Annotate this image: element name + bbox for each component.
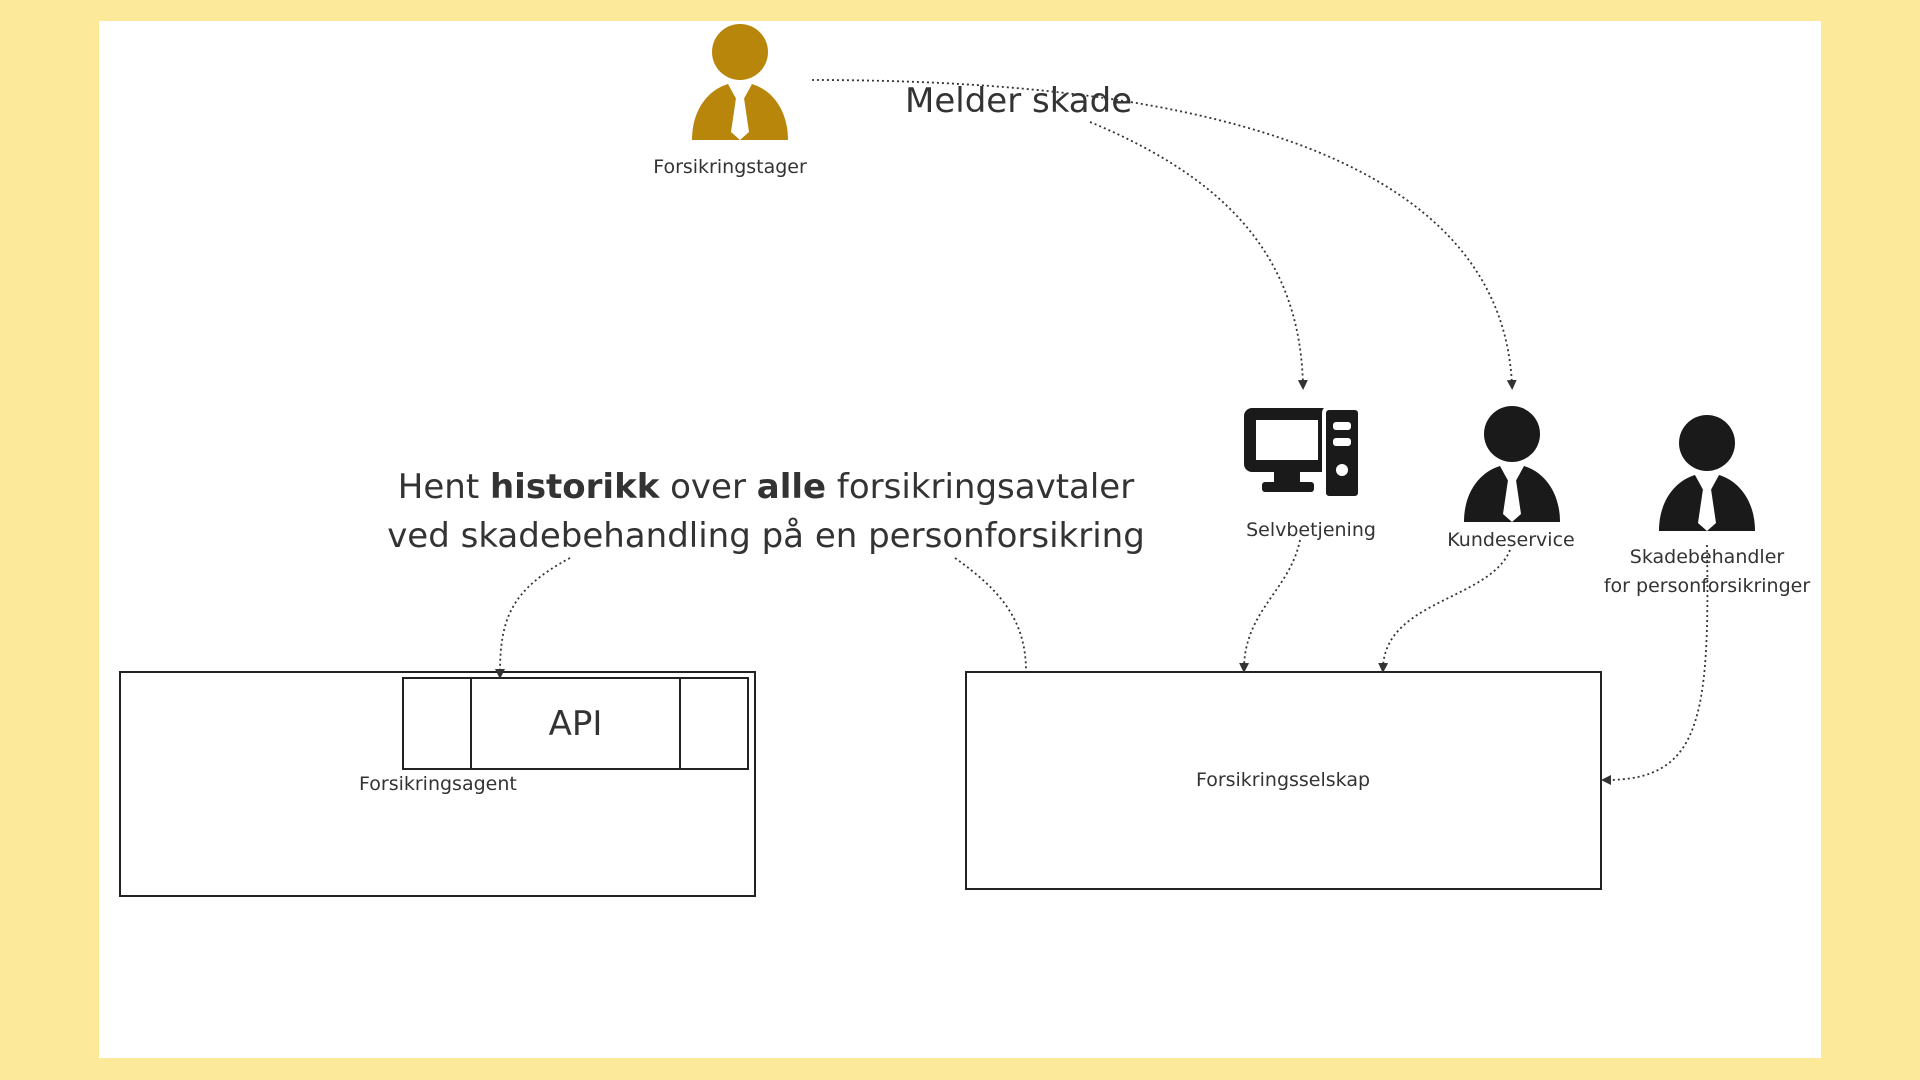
policyholder-person-icon bbox=[692, 24, 788, 140]
policyholder-label: Forsikringstager bbox=[653, 156, 807, 178]
computer-icon bbox=[1244, 406, 1362, 500]
api-divider-left bbox=[470, 677, 472, 770]
claims-handler-label-line2: for personforsikringer bbox=[1603, 575, 1811, 597]
customer-service-label: Kundeservice bbox=[1447, 529, 1575, 551]
api-label: API bbox=[548, 704, 603, 744]
insurer-label: Forsikringsselskap bbox=[1195, 769, 1371, 791]
customer-service-person-icon bbox=[1464, 406, 1560, 522]
history-annotation-line1: Hent historikk over alle forsikringsavta… bbox=[397, 467, 1135, 507]
report-claim-annotation: Melder skade bbox=[905, 81, 1133, 121]
claims-handler-label-line1: Skadebehandler bbox=[1629, 546, 1785, 568]
self-service-label: Selvbetjening bbox=[1246, 519, 1376, 541]
claims-handler-person-icon bbox=[1659, 415, 1755, 531]
api-divider-right bbox=[679, 677, 681, 770]
agent-box bbox=[119, 671, 756, 897]
api-box bbox=[402, 677, 749, 770]
claims-handler-label: Skadebehandler for personforsikringer bbox=[1587, 543, 1827, 601]
history-annotation: Hent historikk over alle forsikringsavta… bbox=[366, 463, 1166, 561]
insurer-box bbox=[965, 671, 1602, 890]
agent-label: Forsikringsagent bbox=[359, 773, 517, 795]
history-annotation-line2: ved skadebehandling på en personforsikri… bbox=[387, 516, 1145, 556]
